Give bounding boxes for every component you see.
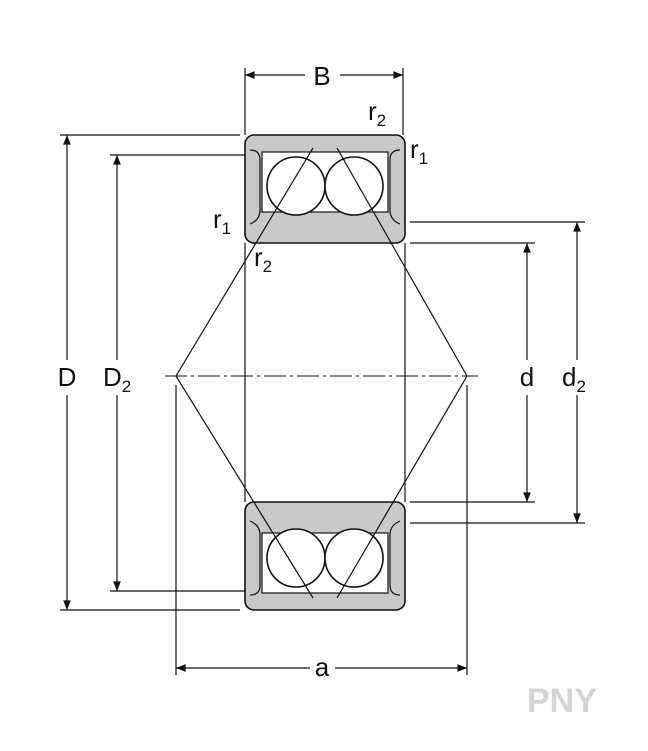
ball: [324, 156, 384, 216]
label-d2: d2: [562, 362, 586, 396]
ball: [324, 528, 384, 588]
ball: [266, 156, 326, 216]
label-r2-bottom: r2: [254, 242, 272, 276]
bearing-section-top: [244, 134, 406, 244]
label-r1-left: r1: [213, 204, 231, 238]
seal-right: [389, 520, 401, 596]
seal-right: [389, 149, 401, 225]
extension-lines: [60, 68, 585, 675]
label-D: D: [58, 362, 77, 392]
label-D2: D2: [103, 362, 131, 396]
bearing-section-bottom: [244, 501, 406, 611]
label-a: a: [315, 652, 330, 682]
label-r1-right: r1: [410, 134, 428, 168]
watermark-logo: PNY: [527, 682, 597, 720]
label-d: d: [520, 362, 534, 392]
seal-left: [249, 149, 261, 225]
dimension-lines: [63, 71, 581, 672]
label-r2-top: r2: [368, 96, 386, 130]
label-B: B: [313, 61, 330, 91]
seal-left: [249, 520, 261, 596]
contact-angle-lines: [165, 147, 478, 599]
